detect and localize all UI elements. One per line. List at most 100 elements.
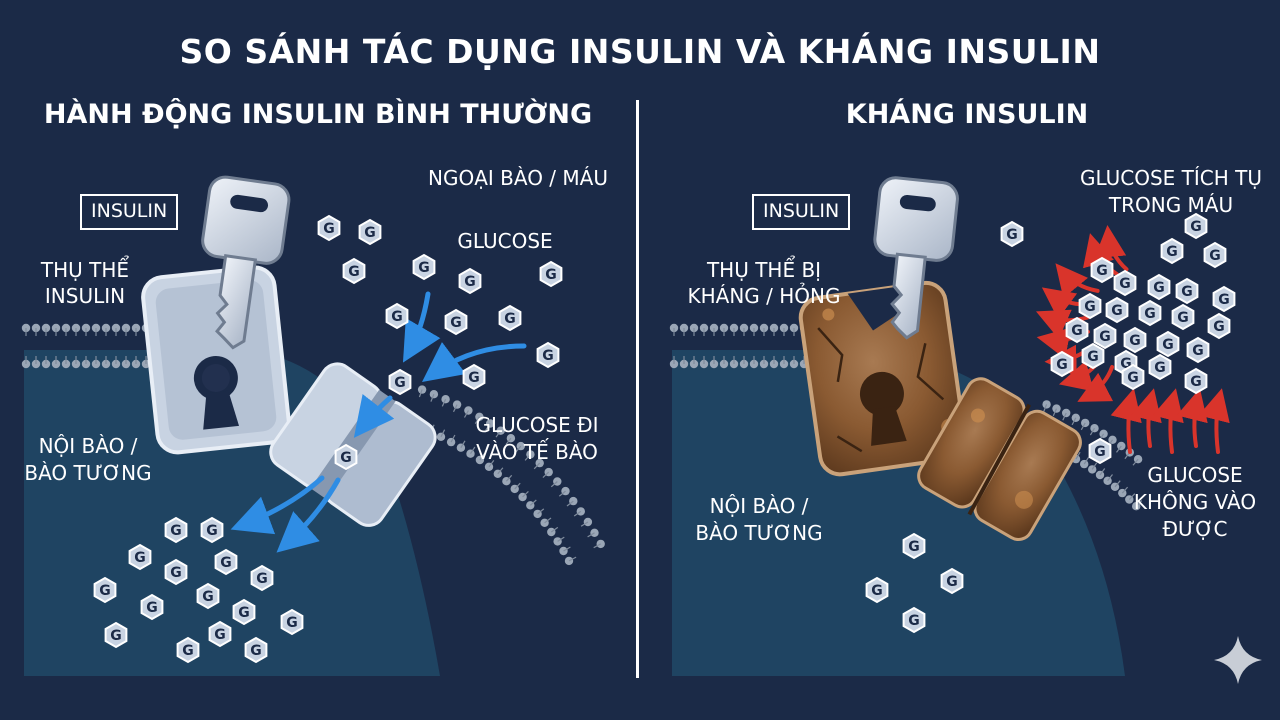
svg-text:G: G: [348, 264, 360, 280]
glucose-blocked-label-1: GLUCOSE: [1120, 463, 1270, 488]
svg-text:G: G: [323, 221, 335, 237]
svg-text:G: G: [1218, 292, 1230, 308]
svg-text:G: G: [1111, 303, 1123, 319]
glucose-molecule: G: [166, 560, 187, 584]
receptor-label-left-2: INSULIN: [20, 284, 150, 309]
insulin-label-left: INSULIN: [80, 194, 178, 230]
svg-text:G: G: [464, 274, 476, 290]
right-panel-heading: KHÁNG INSULIN: [668, 98, 1266, 132]
glucose-molecule: G: [130, 545, 151, 569]
svg-text:G: G: [1166, 244, 1178, 260]
glucose-molecule: G: [904, 534, 925, 558]
page-title: SO SÁNH TÁC DỤNG INSULIN VÀ KHÁNG INSULI…: [0, 31, 1280, 72]
glucose-molecule: G: [942, 569, 963, 593]
svg-text:G: G: [202, 589, 214, 605]
glucose-molecule: G: [360, 220, 381, 244]
insulin-label-right: INSULIN: [752, 194, 850, 230]
svg-text:G: G: [146, 600, 158, 616]
svg-text:G: G: [182, 643, 194, 659]
svg-text:G: G: [134, 550, 146, 566]
svg-text:G: G: [286, 615, 298, 631]
damaged-receptor-label-1: THỤ THỂ BỊ: [684, 258, 844, 283]
glucose-molecule: G: [1092, 258, 1113, 282]
svg-text:G: G: [908, 539, 920, 555]
svg-text:G: G: [1119, 276, 1131, 292]
svg-text:G: G: [1096, 263, 1108, 279]
glucose-molecule: G: [541, 262, 562, 286]
svg-text:G: G: [450, 315, 462, 331]
glucose-molecule: G: [1002, 222, 1023, 246]
glucose-molecule: G: [202, 518, 223, 542]
intracellular-label-right-1: NỘI BÀO /: [684, 494, 834, 519]
upward-arrow: [1194, 396, 1198, 446]
glucose-molecule: G: [344, 259, 365, 283]
glucose-molecule: G: [1107, 298, 1128, 322]
glucose-molecule: G: [106, 623, 127, 647]
left-panel-heading: HÀNH ĐỘNG INSULIN BÌNH THƯỜNG: [24, 98, 612, 132]
glucose-blocked-label-2: KHÔNG VÀO: [1120, 490, 1270, 515]
glucose-molecule: G: [446, 310, 467, 334]
svg-text:G: G: [545, 267, 557, 283]
svg-text:G: G: [1153, 280, 1165, 296]
svg-text:G: G: [418, 260, 430, 276]
svg-text:G: G: [214, 627, 226, 643]
glucose-molecule: G: [95, 578, 116, 602]
upward-arrow: [1216, 396, 1220, 452]
svg-text:G: G: [1190, 374, 1202, 390]
glucose-molecule: G: [210, 622, 231, 646]
svg-text:G: G: [340, 450, 352, 466]
svg-text:G: G: [170, 523, 182, 539]
svg-text:G: G: [250, 643, 262, 659]
glucose-molecule: G: [904, 608, 925, 632]
svg-text:G: G: [1213, 319, 1225, 335]
glucose-molecule: G: [1158, 332, 1179, 356]
glucose-molecule: G: [216, 550, 237, 574]
glucose-molecule: G: [1205, 243, 1226, 267]
glucose-molecule: G: [1140, 301, 1161, 325]
svg-text:G: G: [1087, 349, 1099, 365]
svg-text:G: G: [1192, 343, 1204, 359]
damaged-receptor-label-2: KHÁNG / HỎNG: [666, 284, 862, 309]
upward-arrow: [1128, 396, 1132, 452]
intracellular-label-left-2: BÀO TƯƠNG: [20, 461, 156, 486]
glucose-molecule: G: [198, 584, 219, 608]
svg-text:G: G: [468, 370, 480, 386]
svg-text:G: G: [504, 311, 516, 327]
svg-text:G: G: [1084, 299, 1096, 315]
glucose-accumulation-label-1: GLUCOSE TÍCH TỤ: [1066, 166, 1276, 191]
glucose-molecule: G: [464, 365, 485, 389]
glucose-molecule: G: [460, 269, 481, 293]
glucose-molecule: G: [1123, 365, 1144, 389]
svg-text:G: G: [871, 583, 883, 599]
svg-text:G: G: [206, 523, 218, 539]
glucose-molecule: G: [1090, 439, 1111, 463]
glucose-molecule: G: [500, 306, 521, 330]
glucose-blocked-label-3: ĐƯỢC: [1120, 517, 1270, 542]
svg-text:G: G: [946, 574, 958, 590]
svg-text:G: G: [1177, 310, 1189, 326]
svg-text:G: G: [391, 309, 403, 325]
glucose-label: GLUCOSE: [440, 229, 570, 254]
glucose-molecule: G: [178, 638, 199, 662]
svg-text:G: G: [1056, 357, 1068, 373]
glucose-molecule: G: [166, 518, 187, 542]
glucose-molecule: G: [1149, 275, 1170, 299]
lock-receptor-icon: [141, 265, 291, 454]
svg-text:G: G: [1154, 360, 1166, 376]
svg-text:G: G: [1209, 248, 1221, 264]
svg-text:G: G: [908, 613, 920, 629]
glucose-molecule: G: [1067, 318, 1088, 342]
upward-arrow: [1170, 396, 1174, 452]
glucose-molecule: G: [1083, 344, 1104, 368]
svg-text:G: G: [99, 583, 111, 599]
svg-text:G: G: [1071, 323, 1083, 339]
svg-text:G: G: [1190, 219, 1202, 235]
glucose-molecule: G: [282, 610, 303, 634]
glucose-molecule: G: [414, 255, 435, 279]
svg-text:G: G: [1127, 370, 1139, 386]
glucose-molecule: G: [867, 578, 888, 602]
svg-text:G: G: [110, 628, 122, 644]
glucose-molecule: G: [1209, 314, 1230, 338]
svg-text:G: G: [1181, 284, 1193, 300]
